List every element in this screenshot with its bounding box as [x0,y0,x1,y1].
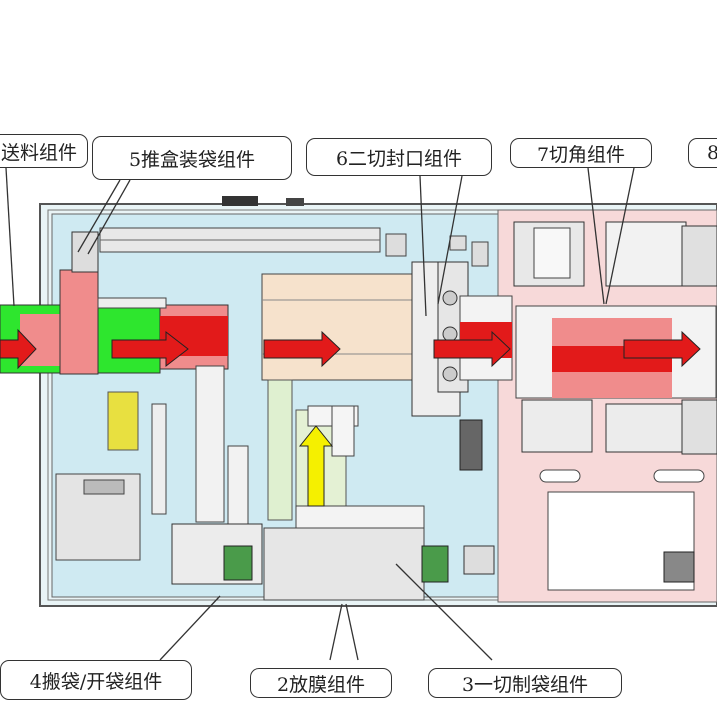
flow-arrow-icon [0,328,37,370]
corner-cut-bottom-left [521,399,593,453]
callout-film-unwind: 2放膜组件 [250,668,392,698]
callout-secondary-cut-seal: 6二切封口组件 [306,138,492,176]
motor-icon [459,419,483,471]
callout-feed-assembly: 送料组件 [0,134,88,168]
film-feed-arrow-icon [298,425,334,507]
beige-tray [261,273,413,381]
flow-arrow-icon [623,330,701,368]
callout-bag-carry-open: 4搬袋/开袋组件 [0,660,192,700]
callout-first-cut-bag-making: 3一切制袋组件 [428,668,622,698]
pusher-block [59,269,99,375]
flow-arrow-icon [263,330,341,368]
corner-cut-top-right [605,221,687,287]
flow-arrow-icon [111,330,189,368]
film-roll [263,527,425,601]
leader-lines [5,167,635,661]
film-web [267,379,293,521]
flow-arrow-icon [433,330,511,368]
callout-8: 8 [688,138,717,168]
callout-corner-cut: 7切角组件 [510,138,652,168]
callout-push-box-bagging: 5推盒装袋组件 [92,136,292,180]
yellow-cylinder [107,391,139,451]
